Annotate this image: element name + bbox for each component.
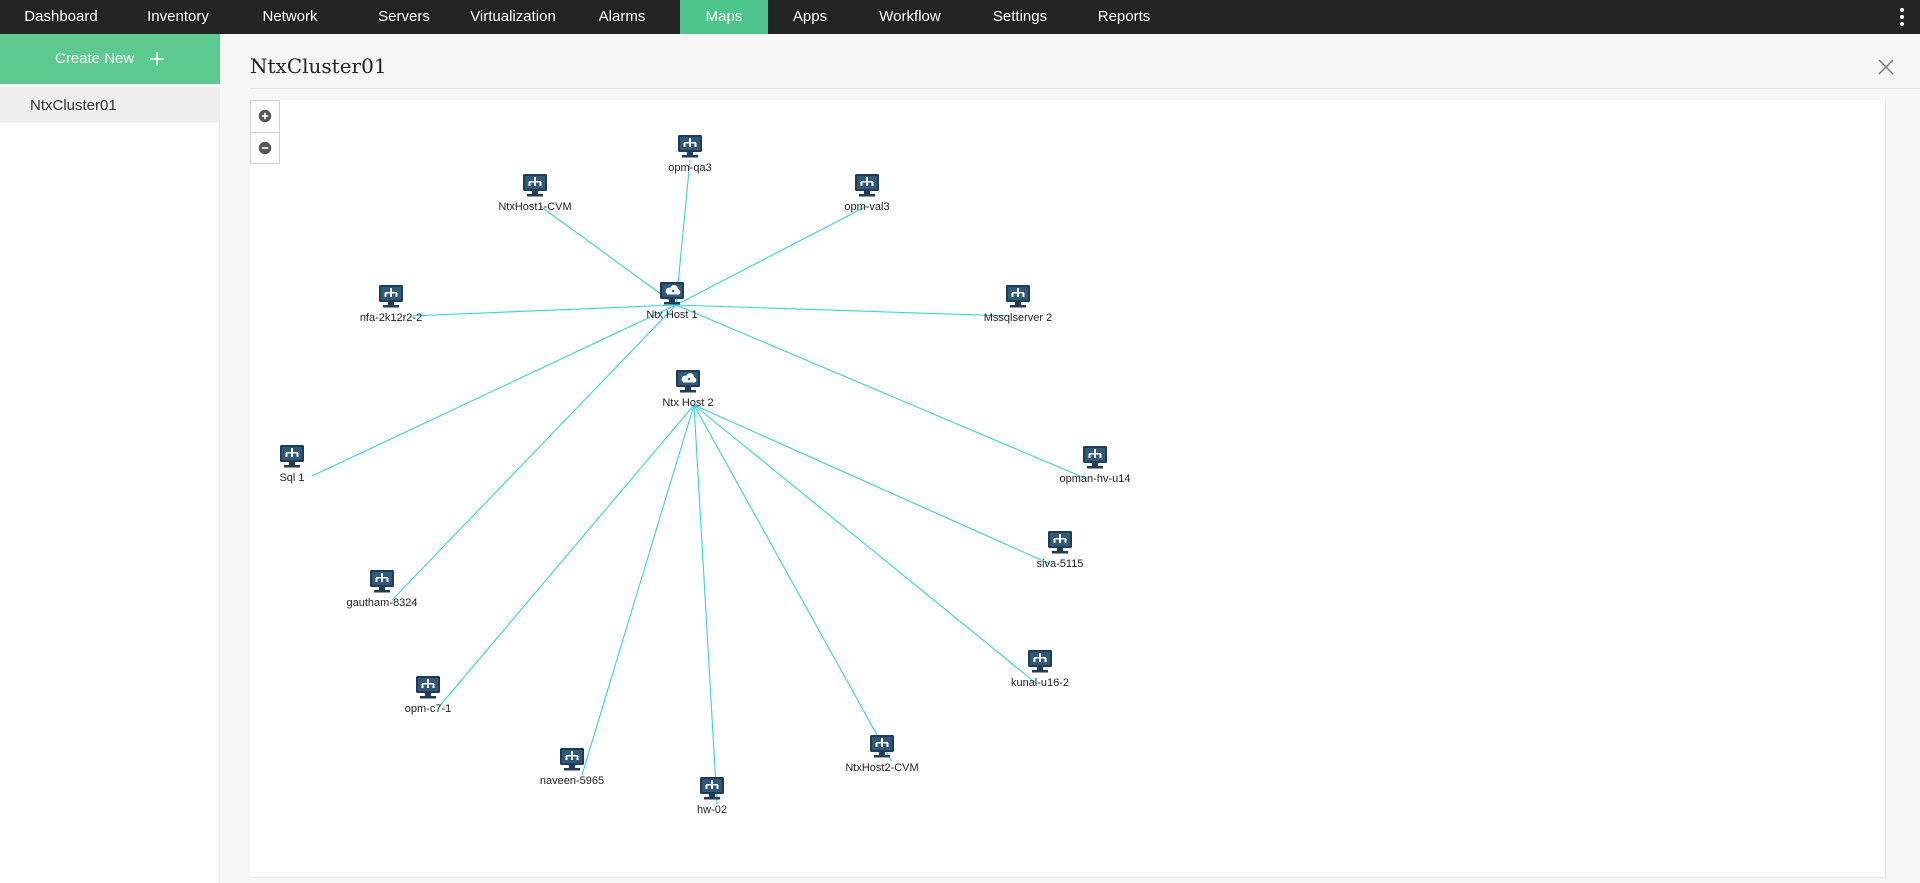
zoom-in-icon bbox=[258, 109, 272, 123]
topology-link bbox=[693, 404, 1051, 565]
topology-link bbox=[693, 404, 893, 763]
zoom-out-icon bbox=[258, 141, 272, 155]
server-device-icon bbox=[416, 676, 440, 699]
cloud-host-icon bbox=[660, 282, 684, 305]
node-label: opm-val3 bbox=[844, 201, 889, 213]
device-node[interactable]: opm-val3 bbox=[844, 174, 890, 213]
node-label: Ntx Host 2 bbox=[662, 397, 713, 409]
node-label: opman-hv-u14 bbox=[1060, 473, 1131, 485]
nav-alarms[interactable]: Alarms bbox=[598, 8, 646, 25]
device-node[interactable]: gautham-8324 bbox=[347, 570, 418, 609]
node-label: NtxHost2-CVM bbox=[845, 762, 918, 774]
topology-link bbox=[311, 304, 677, 477]
sidebar-map-item[interactable]: NtxCluster01 bbox=[0, 87, 220, 123]
topology-link bbox=[675, 159, 691, 306]
title-divider bbox=[250, 88, 1920, 89]
nav-network[interactable]: Network bbox=[262, 8, 318, 25]
topology-link bbox=[675, 304, 1088, 480]
node-label: naveen-5965 bbox=[540, 775, 604, 787]
nav-dashboard[interactable]: Dashboard bbox=[24, 8, 98, 25]
host-node[interactable]: Ntx Host 2 bbox=[662, 370, 714, 409]
server-device-icon bbox=[379, 285, 403, 308]
node-label: Sql 1 bbox=[279, 472, 304, 484]
device-node[interactable]: kunal-u16-2 bbox=[1011, 650, 1069, 689]
device-node[interactable]: Mssqlserver 2 bbox=[984, 285, 1052, 324]
server-device-icon bbox=[1006, 285, 1030, 308]
device-node[interactable]: naveen-5965 bbox=[540, 748, 604, 787]
page-title: NtxCluster01 bbox=[250, 54, 387, 78]
create-new-button[interactable]: Create New bbox=[0, 34, 220, 84]
topology-link bbox=[391, 304, 677, 601]
zoom-divider bbox=[251, 132, 279, 133]
device-node[interactable]: NtxHost2-CVM bbox=[845, 735, 919, 774]
node-label: opm-c7-1 bbox=[405, 703, 451, 715]
nav-apps[interactable]: Apps bbox=[792, 8, 828, 25]
nav-settings[interactable]: Settings bbox=[992, 8, 1048, 25]
node-label: hw-02 bbox=[697, 804, 727, 816]
device-node[interactable]: opm-c7-1 bbox=[405, 676, 451, 715]
topology-link bbox=[675, 304, 1011, 317]
device-node[interactable]: hw-02 bbox=[697, 777, 727, 816]
nav-inventory[interactable]: Inventory bbox=[147, 8, 209, 25]
topology-link bbox=[409, 304, 677, 317]
zoom-in-button[interactable] bbox=[251, 101, 279, 132]
vertical-ellipsis-icon[interactable] bbox=[1900, 8, 1904, 26]
server-device-icon bbox=[370, 570, 394, 593]
nav-reports[interactable]: Reports bbox=[1097, 8, 1151, 25]
device-node[interactable]: Sql 1 bbox=[279, 445, 305, 484]
plus-icon bbox=[150, 52, 164, 66]
nav-workflow[interactable]: Workflow bbox=[879, 8, 941, 25]
node-label: opm-qa3 bbox=[668, 162, 711, 174]
server-device-icon bbox=[1028, 650, 1052, 673]
node-label: siva-5115 bbox=[1037, 558, 1084, 570]
close-icon[interactable] bbox=[1877, 58, 1895, 76]
device-node[interactable]: NtxHost1-CVM bbox=[498, 174, 572, 213]
device-node[interactable]: siva-5115 bbox=[1037, 531, 1084, 570]
zoom-controls bbox=[250, 100, 280, 164]
server-device-icon bbox=[1083, 446, 1107, 469]
topology-link bbox=[693, 404, 718, 805]
node-label: Mssqlserver 2 bbox=[984, 312, 1052, 324]
topology-link bbox=[675, 205, 868, 306]
maps-sidebar: Create New NtxCluster01 bbox=[0, 34, 220, 883]
top-navigation-bar: Dashboard Inventory Network Servers Virt… bbox=[0, 0, 1920, 34]
node-label: nfa-2k12r2-2 bbox=[360, 312, 422, 324]
topology-link bbox=[437, 404, 695, 709]
server-device-icon bbox=[560, 748, 584, 771]
topology-link bbox=[693, 404, 1038, 685]
topology-links bbox=[311, 159, 1088, 805]
device-node[interactable]: opman-hv-u14 bbox=[1060, 446, 1131, 485]
node-label: kunal-u16-2 bbox=[1011, 677, 1069, 689]
server-device-icon bbox=[700, 777, 724, 800]
server-device-icon bbox=[1048, 531, 1072, 554]
node-label: gautham-8324 bbox=[347, 597, 418, 609]
server-device-icon bbox=[523, 174, 547, 197]
host-node[interactable]: Ntx Host 1 bbox=[646, 282, 698, 321]
nav-virtualization[interactable]: Virtualization bbox=[470, 8, 556, 25]
zoom-out-button[interactable] bbox=[251, 133, 279, 164]
device-node[interactable]: nfa-2k12r2-2 bbox=[360, 285, 422, 324]
topology-link bbox=[581, 404, 695, 776]
sidebar-map-label: NtxCluster01 bbox=[30, 97, 117, 114]
server-device-icon bbox=[280, 445, 304, 468]
node-label: NtxHost1-CVM bbox=[498, 201, 571, 213]
nav-maps[interactable]: Maps bbox=[680, 0, 768, 34]
create-new-label: Create New bbox=[55, 50, 135, 67]
device-node[interactable]: opm-qa3 bbox=[668, 135, 712, 174]
nav-servers[interactable]: Servers bbox=[378, 8, 430, 25]
server-device-icon bbox=[678, 135, 702, 158]
topology-link bbox=[539, 205, 677, 306]
node-label: Ntx Host 1 bbox=[646, 309, 697, 321]
cloud-host-icon bbox=[676, 370, 700, 393]
server-device-icon bbox=[855, 174, 879, 197]
server-device-icon bbox=[870, 735, 894, 758]
